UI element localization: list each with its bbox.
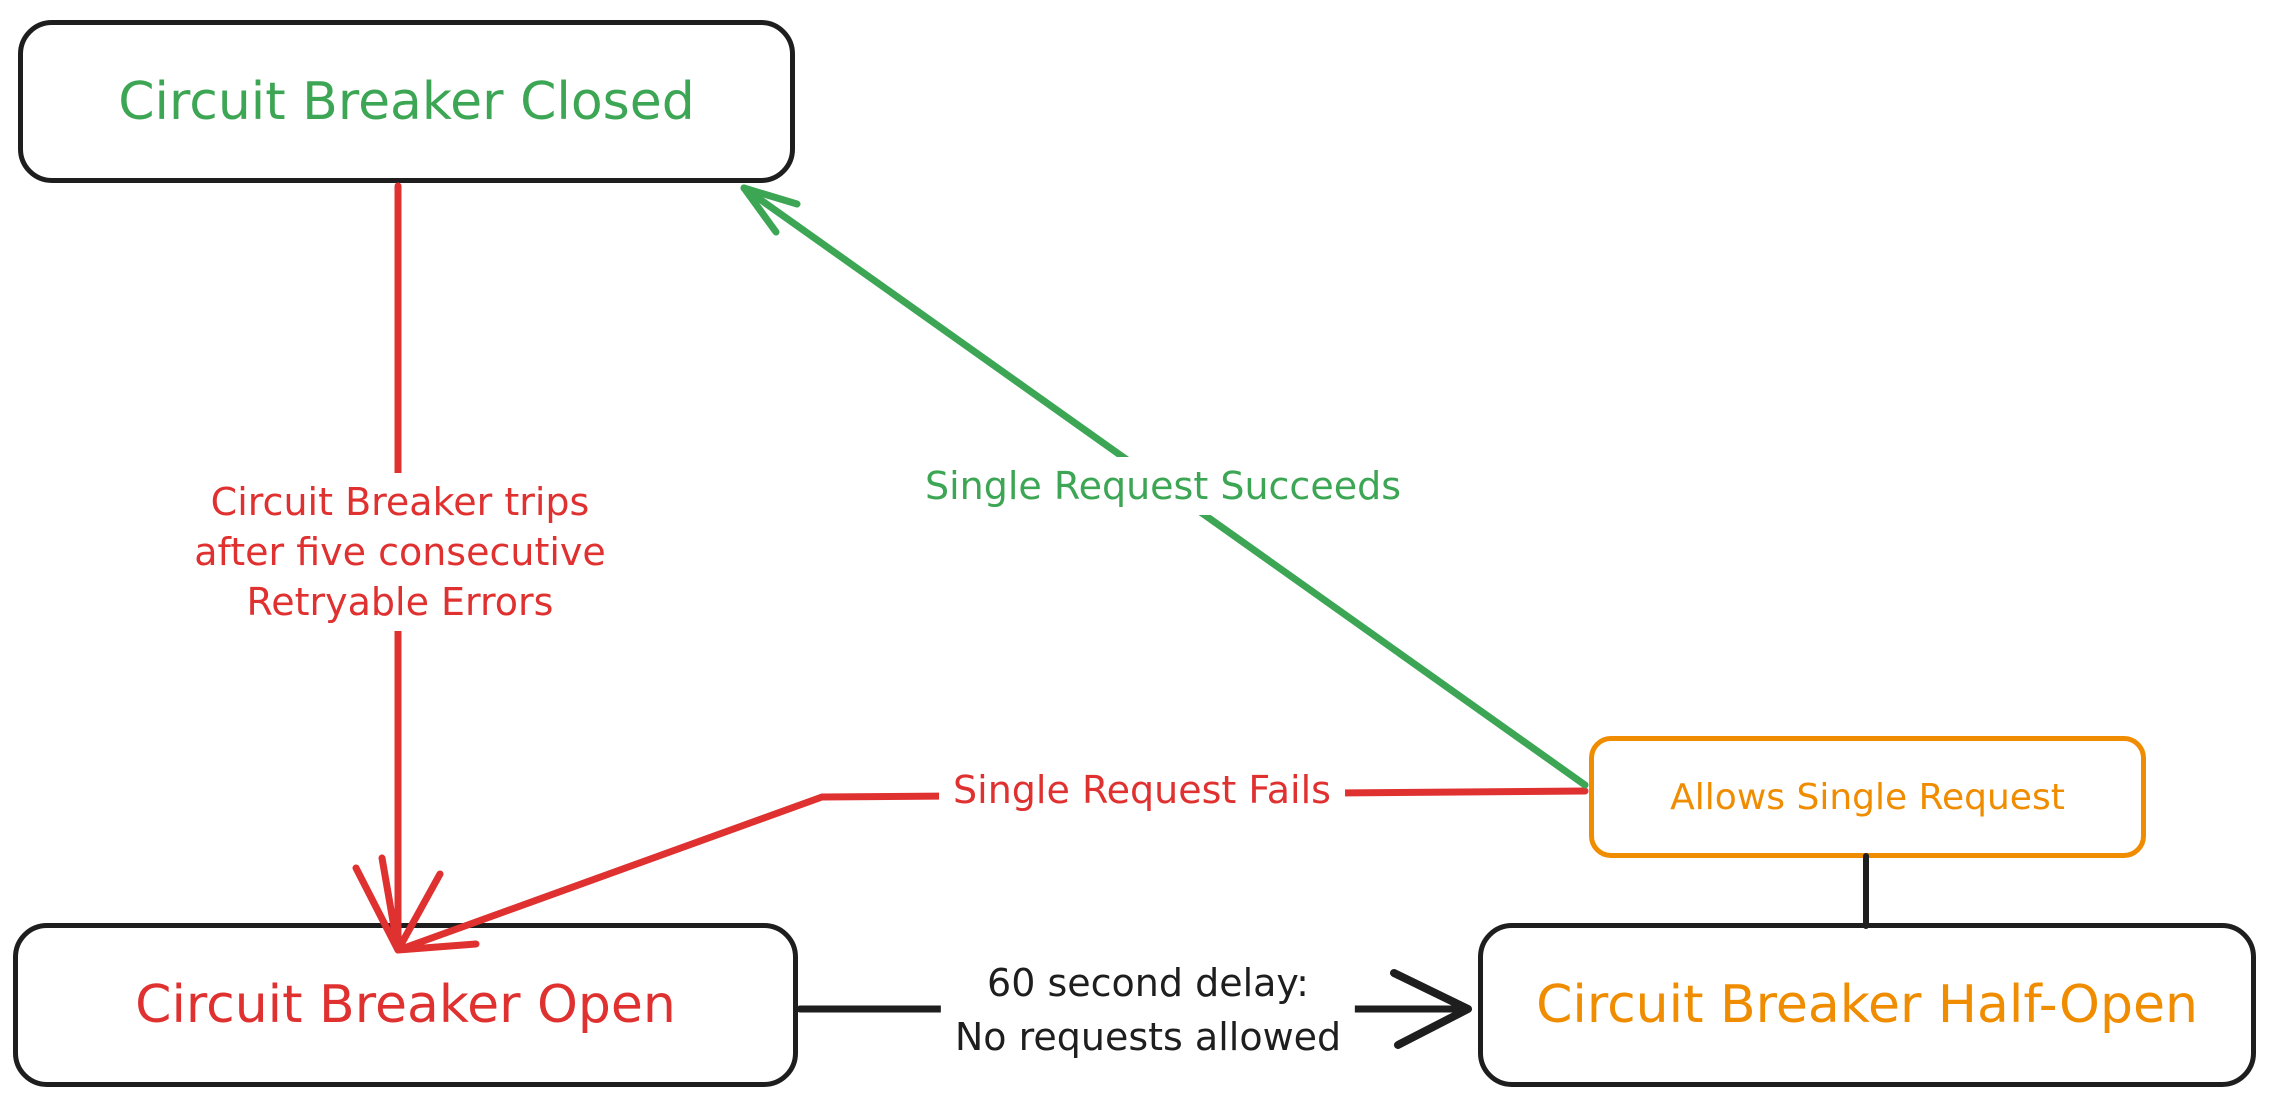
edge-fails-label-text: Single Request Fails — [953, 768, 1331, 812]
edge-trips-label-line3: Retryable Errors — [246, 580, 554, 624]
node-circuit-breaker-closed: Circuit Breaker Closed — [18, 20, 795, 183]
edge-delay-label-line1: 60 second delay: — [987, 961, 1309, 1005]
node-circuit-breaker-half-open: Circuit Breaker Half-Open — [1478, 923, 2256, 1087]
node-circuit-breaker-half-open-label: Circuit Breaker Half-Open — [1536, 975, 2198, 1035]
node-allows-single-request-label: Allows Single Request — [1670, 776, 2065, 818]
node-circuit-breaker-closed-label: Circuit Breaker Closed — [118, 71, 695, 132]
node-circuit-breaker-open-label: Circuit Breaker Open — [135, 975, 676, 1035]
edge-succeeds-label: Single Request Succeeds — [910, 457, 1416, 515]
edge-delay-arrowhead-icon — [1390, 969, 1472, 1049]
edge-trips-label-line2: after five consecutive — [194, 530, 606, 574]
edge-succeeds-label-text: Single Request Succeeds — [924, 464, 1402, 508]
edge-delay-label-line2: No requests allowed — [954, 1015, 1342, 1059]
node-allows-single-request: Allows Single Request — [1589, 736, 2146, 858]
edge-fails-label: Single Request Fails — [939, 761, 1345, 819]
edge-trips-arrowhead-icon — [352, 854, 480, 954]
edge-delay-label: 60 second delay: No requests allowed — [940, 952, 1356, 1068]
edge-trips-label: Circuit Breaker trips after five consecu… — [180, 473, 620, 631]
edge-succeeds-arrowhead-icon — [740, 184, 801, 236]
edge-trips-label-line1: Circuit Breaker trips — [210, 480, 590, 524]
